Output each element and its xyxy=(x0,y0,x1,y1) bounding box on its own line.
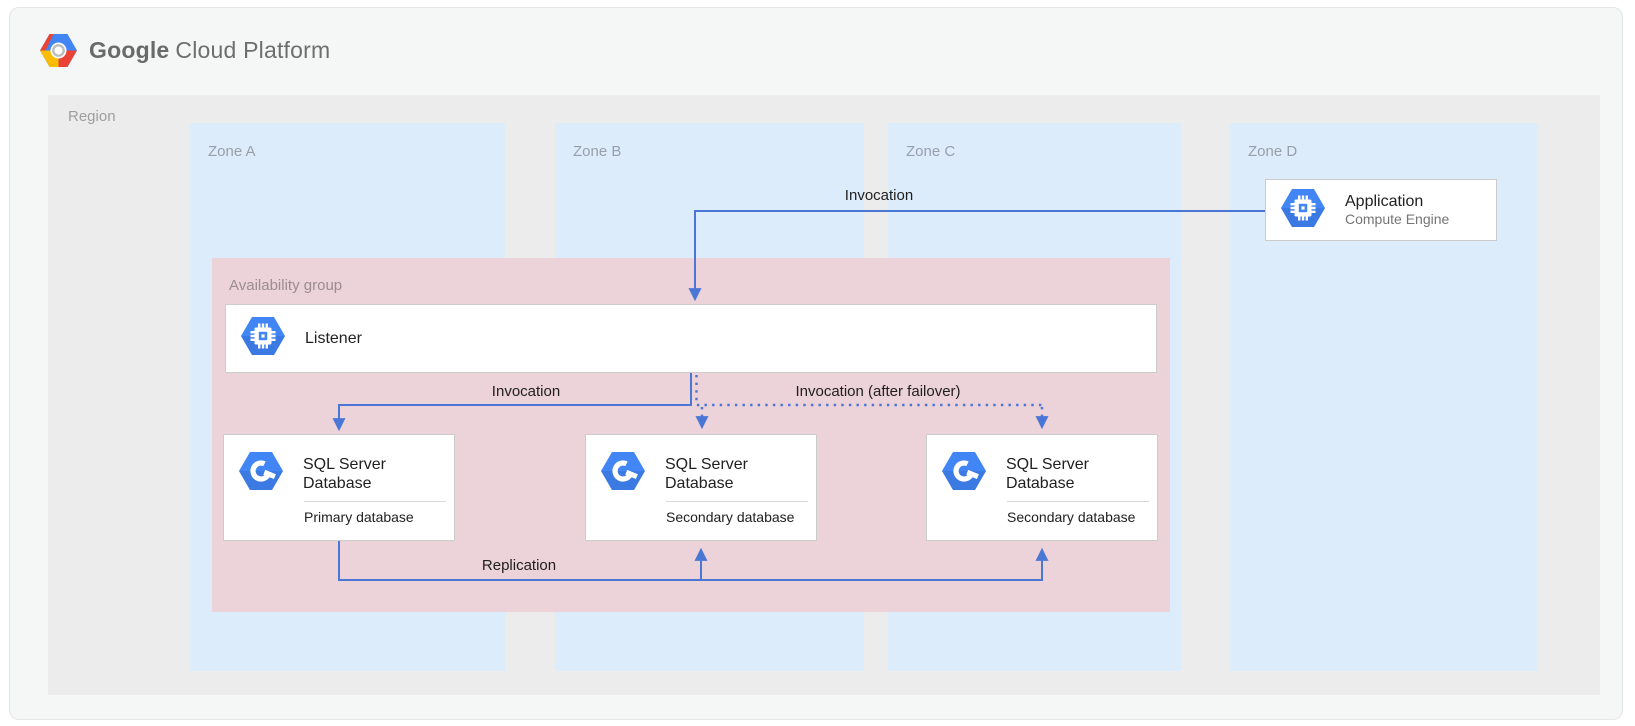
sql-database-icon xyxy=(239,452,283,495)
zone-d-label: Zone D xyxy=(1248,143,1298,160)
edge-label-invocation-after-failover: Invocation (after failover) xyxy=(795,383,961,400)
sql-database-icon xyxy=(601,452,645,495)
logo-text-google: Google xyxy=(89,37,170,63)
db-secondary-b-subtitle: Secondary database xyxy=(666,509,795,525)
edge-label-replication: Replication xyxy=(481,557,557,574)
db-card-divider xyxy=(304,501,446,502)
availability-group-label: Availability group xyxy=(229,277,343,294)
edge-label-invocation-primary: Invocation xyxy=(491,383,561,400)
node-application: Application Compute Engine xyxy=(1265,179,1497,241)
gcp-hexagon-logo-icon xyxy=(40,34,77,67)
application-title: Application xyxy=(1345,193,1424,210)
application-subtitle: Compute Engine xyxy=(1345,211,1450,227)
db-secondary-c-subtitle: Secondary database xyxy=(1007,509,1136,525)
region-label: Region xyxy=(68,108,116,125)
db-card-divider xyxy=(1007,501,1149,502)
node-db-primary: SQL Server Database Primary database xyxy=(223,434,455,541)
zone-a-label: Zone A xyxy=(208,143,256,160)
db-card-divider xyxy=(666,501,808,502)
node-db-secondary-c: SQL Server Database Secondary database xyxy=(926,434,1158,541)
zone-b-label: Zone B xyxy=(573,143,622,160)
db-secondary-b-title: SQL Server Database xyxy=(665,455,748,492)
node-db-secondary-b: SQL Server Database Secondary database xyxy=(585,434,817,541)
zone-c-label: Zone C xyxy=(906,143,956,160)
db-primary-title: SQL Server Database xyxy=(303,455,386,492)
db-primary-subtitle: Primary database xyxy=(304,509,414,525)
db-secondary-c-title: SQL Server Database xyxy=(1006,455,1089,492)
edge-label-invocation-top: Invocation xyxy=(844,187,914,204)
compute-engine-icon xyxy=(1281,188,1325,232)
listener-title: Listener xyxy=(305,330,362,347)
node-listener: Listener xyxy=(225,304,1157,373)
logo-text-cloud-platform: Cloud Platform xyxy=(175,37,331,63)
sql-database-icon xyxy=(942,452,986,495)
compute-engine-icon xyxy=(241,317,285,360)
